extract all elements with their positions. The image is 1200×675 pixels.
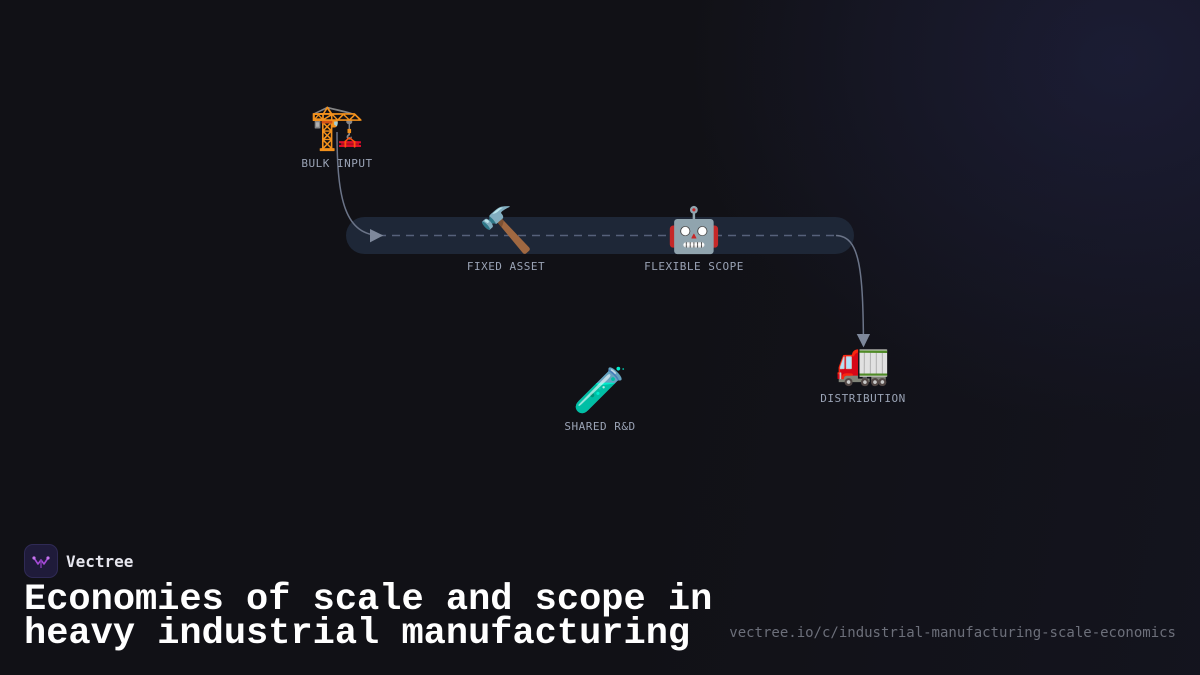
crane-icon: 🏗️	[309, 102, 365, 153]
page-title: Economies of scale and scope in heavy in…	[24, 579, 713, 655]
robot-icon: 🤖	[666, 205, 722, 256]
node-label: SHARED R&D	[564, 420, 636, 433]
node-flexible-scope[interactable]: 🤖 FLEXIBLE SCOPE	[644, 205, 744, 273]
node-bulk-input[interactable]: 🏗️ BULK INPUT	[301, 102, 372, 170]
node-label: DISTRIBUTION	[820, 392, 906, 405]
brand-name: Vectree	[66, 551, 134, 571]
test-tube-icon: 🧪	[572, 365, 628, 416]
node-fixed-asset[interactable]: 🔨 FIXED ASSET	[467, 205, 545, 273]
node-distribution[interactable]: 🚛 DISTRIBUTION	[820, 337, 905, 405]
node-shared-rnd[interactable]: 🧪 SHARED R&D	[564, 365, 635, 433]
edge-bulk-input-to-fixed-asset	[336, 131, 384, 243]
vectree-logo-icon	[24, 544, 58, 578]
edge-flexible-scope-to-distribution	[835, 234, 871, 348]
hammer-icon: 🔨	[478, 205, 534, 256]
node-label: FIXED ASSET	[466, 260, 546, 273]
source-url[interactable]: vectree.io/c/industrial-manufacturing-sc…	[729, 625, 1176, 641]
process-track	[346, 217, 854, 254]
truck-icon: 🚛	[835, 337, 891, 388]
node-label: BULK INPUT	[301, 157, 373, 170]
brand: Vectree	[24, 544, 133, 578]
node-label: FLEXIBLE SCOPE	[644, 260, 744, 273]
